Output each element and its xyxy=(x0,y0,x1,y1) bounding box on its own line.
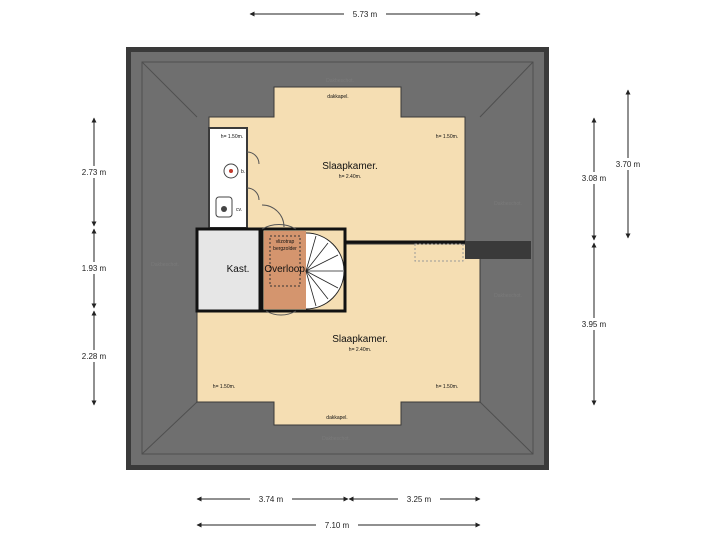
room-kast: Kast. xyxy=(195,227,262,313)
door-swing-icon xyxy=(246,151,260,165)
wall-beam-right xyxy=(465,241,531,259)
dimension-bottom-right: 3.25 m xyxy=(348,493,481,505)
roof-label-right-lower: Dakbeschot. xyxy=(494,293,522,299)
room-kast-name: Kast. xyxy=(227,264,250,275)
dimension-top-label: 5.73 m xyxy=(353,10,378,19)
fixture-b-label: b. xyxy=(241,169,245,175)
vlizotrap-label-1: vlizotrap xyxy=(276,239,295,245)
room-slaapkamer-bottom-name: Slaapkamer. xyxy=(332,334,388,345)
door-arc-upper xyxy=(261,204,285,228)
room-overloop-name: Overloop. xyxy=(264,264,307,275)
stair-treads xyxy=(305,235,343,307)
h150-bathroom-label: h= 1.50m. xyxy=(221,134,243,140)
dakkapel-top-label: dakkapel. xyxy=(327,94,348,100)
room-slaapkamer-top-height: h= 2.40m. xyxy=(339,174,361,180)
room-slaapkamer-top-name: Slaapkamer. xyxy=(322,161,378,172)
dimension-bottom-left-label: 3.74 m xyxy=(259,495,284,504)
dimension-right-upper-label: 3.08 m xyxy=(582,174,607,183)
dimension-right: 3.70 m 3.08 m 3.95 m xyxy=(576,89,646,406)
roof-label-right-upper: Dakbeschot. xyxy=(494,201,522,207)
dimension-right-lower-label: 3.95 m xyxy=(582,320,607,329)
dimension-bottom-right-label: 3.25 m xyxy=(407,495,432,504)
door-arc-bottom xyxy=(265,310,297,316)
h150-bottom-right-label: h= 1.50m. xyxy=(436,384,458,390)
dimension-left-top-label: 2.73 m xyxy=(82,168,107,177)
dakkapel-bottom-label: dakkapel. xyxy=(326,415,347,421)
fixture-cv-label: cv. xyxy=(236,207,242,213)
h150-bottom-left-label: h= 1.50m. xyxy=(213,384,235,390)
h150-top-right-label: h= 1.50m. xyxy=(436,134,458,140)
door-arc-top xyxy=(261,223,297,230)
boiler-knob-icon xyxy=(221,206,227,212)
dimension-left: 2.73 m 1.93 m 2.28 m xyxy=(76,117,112,406)
dimension-right-outer-label: 3.70 m xyxy=(616,160,641,169)
dimension-left-middle-label: 1.93 m xyxy=(82,264,107,273)
dimension-bottom-total: 7.10 m xyxy=(196,519,481,531)
dimension-left-bottom-label: 2.28 m xyxy=(82,352,107,361)
door-swing-icon-2 xyxy=(246,187,260,201)
dimension-top: 5.73 m xyxy=(249,8,481,20)
room-bathroom: h= 1.50m. b. cv. xyxy=(208,127,260,229)
dimension-bottom-total-label: 7.10 m xyxy=(325,521,350,530)
room-overloop: vlizotrap bergzolder Overloop. xyxy=(260,204,347,316)
roof-label-bottom: Dakbeschot. xyxy=(322,436,350,442)
vlizotrap-label-2: bergzolder xyxy=(273,246,297,252)
dimension-bottom-left: 3.74 m xyxy=(196,493,349,505)
room-slaapkamer-bottom-height: h= 2.40m. xyxy=(349,347,371,353)
roof-label-top: Dakbeschot. xyxy=(326,78,354,84)
roof-label-left: Dakbeschot. xyxy=(151,262,179,268)
faucet-icon xyxy=(229,169,233,173)
